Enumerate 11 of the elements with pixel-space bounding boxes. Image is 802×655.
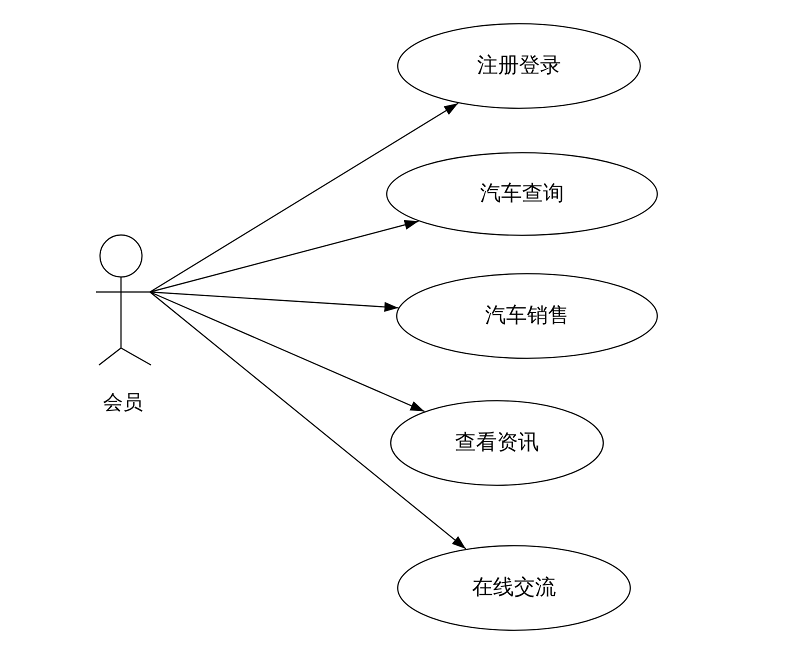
use-case-label: 在线交流	[472, 574, 556, 602]
use-case-label: 汽车销售	[485, 302, 569, 330]
use-case-label: 注册登录	[477, 52, 561, 80]
arrow	[150, 220, 419, 293]
arrow	[150, 292, 466, 550]
arrow	[150, 102, 458, 293]
arrow	[150, 291, 398, 312]
actor-label: 会员	[103, 389, 143, 416]
arrow	[150, 291, 425, 412]
use-case-label: 查看资讯	[455, 429, 539, 456]
use-case-label: 汽车查询	[480, 180, 564, 208]
